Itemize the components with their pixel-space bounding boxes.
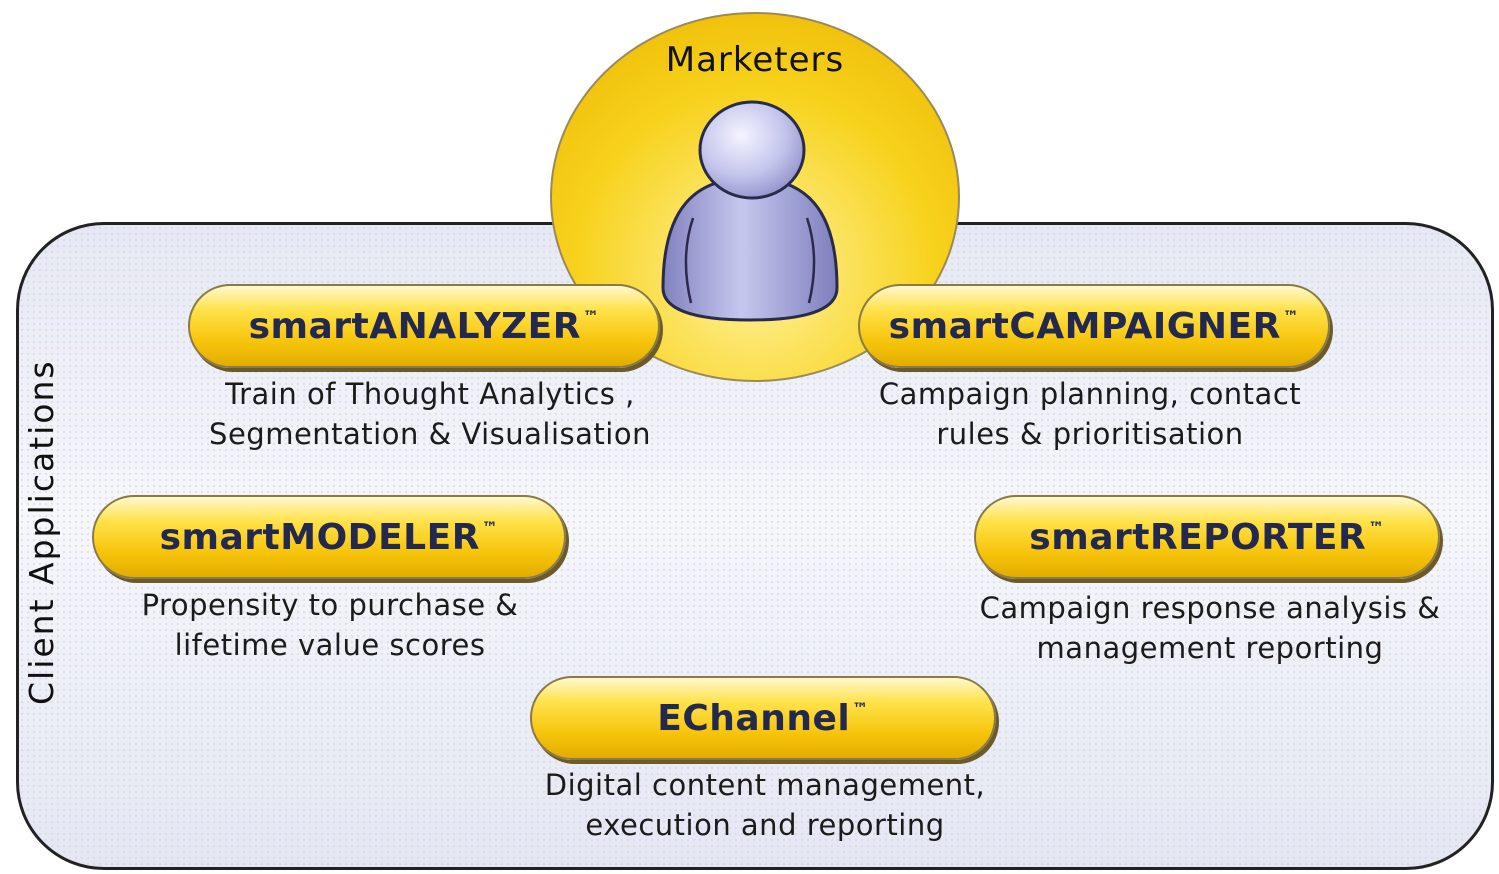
app-desc-line: execution and reporting [585, 808, 945, 842]
person-icon [661, 100, 839, 322]
app-desc-smartmodeler: Propensity to purchase & lifetime value … [90, 585, 570, 665]
app-desc-line: rules & prioritisation [936, 417, 1244, 451]
app-desc-line: Campaign planning, contact [878, 377, 1302, 411]
client-applications-label: Client Applications [22, 359, 61, 705]
app-desc-line: lifetime value scores [174, 628, 486, 662]
app-desc-line: Segmentation & Visualisation [209, 417, 651, 451]
app-desc-line: Train of Thought Analytics , [225, 377, 635, 411]
marketers-title: Marketers [665, 40, 845, 80]
app-desc-line: Campaign response analysis & [979, 591, 1441, 625]
app-desc-smartcampaigner: Campaign planning, contact rules & prior… [850, 374, 1330, 454]
app-desc-echannel: Digital content management, execution an… [520, 765, 1010, 845]
app-desc-smartreporter: Campaign response analysis & management … [965, 588, 1455, 668]
app-desc-line: management reporting [1036, 631, 1384, 665]
app-desc-line: Propensity to purchase & [141, 588, 519, 622]
app-desc-line: Digital content management, [544, 768, 986, 802]
app-desc-smartanalyzer: Train of Thought Analytics , Segmentatio… [180, 374, 680, 454]
